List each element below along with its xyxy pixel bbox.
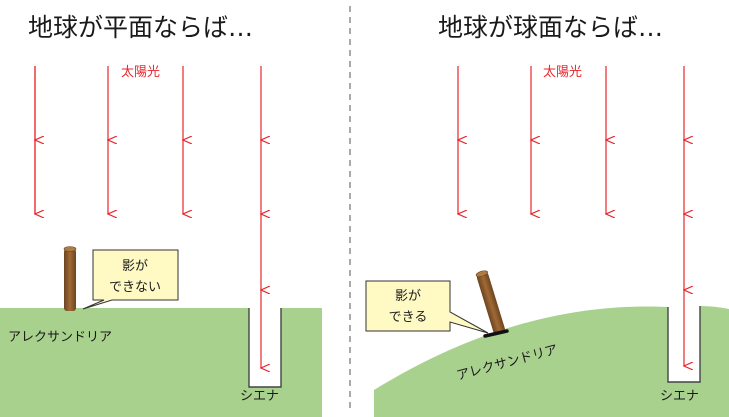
sphere-earth-panel: 地球が球面ならば… 太陽光 影が できる アレクサンドリア シエナ bbox=[365, 13, 729, 417]
flat-panel-title: 地球が平面ならば… bbox=[28, 13, 253, 42]
flat-callout-line1: 影が bbox=[122, 259, 148, 274]
sphere-sun-label: 太陽光 bbox=[543, 65, 582, 80]
flat-sun-label: 太陽光 bbox=[121, 65, 160, 80]
sphere-panel-title: 地球が球面ならば… bbox=[438, 13, 663, 42]
flat-label-alexandria: アレクサンドリア bbox=[8, 330, 112, 345]
flat-callout-line2: できない bbox=[109, 280, 161, 295]
sphere-ground bbox=[374, 306, 729, 417]
sphere-callout-line2: できる bbox=[389, 310, 428, 325]
sphere-callout-line1: 影が bbox=[395, 289, 421, 304]
sphere-stick-shadow bbox=[483, 329, 509, 338]
sphere-shadow-callout: 影が できる bbox=[365, 280, 489, 334]
flat-shadow-callout: 影が できない bbox=[82, 249, 179, 310]
flat-stick bbox=[63, 246, 77, 311]
flat-label-syene: シエナ bbox=[240, 389, 279, 404]
sphere-well bbox=[667, 306, 701, 383]
flat-ground bbox=[0, 308, 322, 417]
sphere-label-syene: シエナ bbox=[660, 389, 699, 404]
sphere-stick bbox=[475, 270, 505, 335]
flat-well bbox=[248, 308, 282, 388]
flat-earth-panel: 地球が平面ならば… 太陽光 影が できない アレクサンドリア シエナ bbox=[0, 13, 322, 417]
